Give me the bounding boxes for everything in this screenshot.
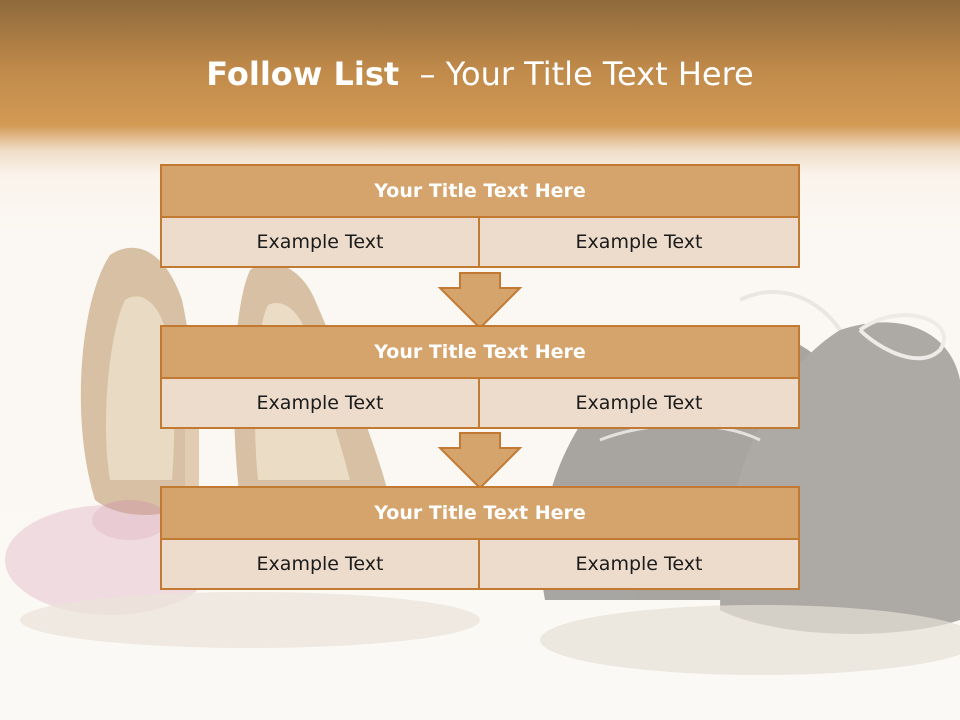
step-cell-left: Example Text xyxy=(160,218,480,268)
step-box-3: Your Title Text Here Example Text Exampl… xyxy=(160,486,800,590)
step-box-1: Your Title Text Here Example Text Exampl… xyxy=(160,164,800,268)
step-row: Example Text Example Text xyxy=(160,379,800,429)
step-title: Your Title Text Here xyxy=(160,486,800,540)
step-cell-left: Example Text xyxy=(160,540,480,590)
down-arrow-icon xyxy=(438,432,522,490)
step-cell-right: Example Text xyxy=(480,218,800,268)
step-cell-right: Example Text xyxy=(480,379,800,429)
step-box-2: Your Title Text Here Example Text Exampl… xyxy=(160,325,800,429)
slide-title-rest: – Your Title Text Here xyxy=(419,55,754,93)
step-cell-left: Example Text xyxy=(160,379,480,429)
step-row: Example Text Example Text xyxy=(160,540,800,590)
slide-title: Follow List – Your Title Text Here xyxy=(0,52,960,96)
step-cell-right: Example Text xyxy=(480,540,800,590)
step-title: Your Title Text Here xyxy=(160,164,800,218)
step-title: Your Title Text Here xyxy=(160,325,800,379)
slide-title-bold: Follow List xyxy=(206,55,400,93)
step-row: Example Text Example Text xyxy=(160,218,800,268)
down-arrow-icon xyxy=(438,272,522,330)
